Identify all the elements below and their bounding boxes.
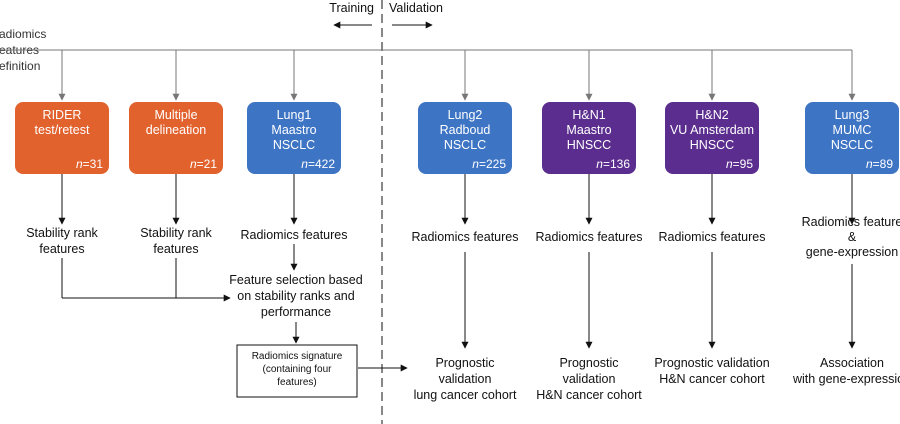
step-lung3: Radiomics feature&gene-expression xyxy=(802,215,900,259)
cohort-hn1-count: n=136 xyxy=(596,157,630,171)
outcome-hn1-line-2: validation xyxy=(563,372,616,386)
step-multiple: Stability rank features xyxy=(140,226,212,256)
cohort-hn1-label-line-2: Maastro xyxy=(566,123,611,137)
training-merge: Feature selection based on stability rank… xyxy=(61,244,363,344)
feature-selection-line-2: on stability ranks and xyxy=(237,289,354,303)
outcome-lung3: Association with gene-expression xyxy=(792,264,900,386)
cohort-box-lung3 xyxy=(805,102,899,174)
cohort-lung1-label-line-3: NSCLC xyxy=(273,138,315,152)
cohort-lung1-count: n=422 xyxy=(301,157,335,171)
step-lung3-line-3: gene-expression xyxy=(806,245,898,259)
cohort-box-multiple xyxy=(129,102,223,174)
feature-selection-line-3: performance xyxy=(261,305,331,319)
cohort-box-hn1 xyxy=(542,102,636,174)
signature-line-1: Radiomics signature xyxy=(252,351,343,362)
step-hn2-line-1: Radiomics features xyxy=(659,230,766,244)
step-lung3-line-2: & xyxy=(848,230,857,244)
cohort-lung3-label-line-3: NSCLC xyxy=(831,138,873,152)
cohort-lung3-label-line-1: Lung3 xyxy=(835,108,870,122)
cohort-hn2-label-line-2: VU Amsterdam xyxy=(670,123,754,137)
step-lung1-line-1: Radiomics features xyxy=(241,228,348,242)
outcome-hn1-line-1: Prognostic xyxy=(559,356,618,370)
step-rider-line-2: features xyxy=(39,242,84,256)
cohort-box-lung2 xyxy=(418,102,512,174)
cohort-hn1-label-line-3: HNSCC xyxy=(567,138,611,152)
step-multiple-line-2: features xyxy=(153,242,198,256)
step-lung3-line-1: Radiomics feature xyxy=(802,215,900,229)
cohort-box-rider xyxy=(15,102,109,174)
feature-selection-line-1: Feature selection based xyxy=(229,273,362,287)
outcome-lung2-line-1: Prognostic xyxy=(435,356,494,370)
flow-layer: Stability rank features Stability rank feat… xyxy=(26,215,900,402)
outcome-lung3-line-2: with gene-expression xyxy=(792,372,900,386)
radiomics-signature: Radiomics signature (containing four featu… xyxy=(236,344,408,398)
step-multiple-line-1: Stability rank xyxy=(140,226,212,240)
definition-line-3: efinition xyxy=(0,59,40,73)
cohort-hn2-label-line-1: H&N2 xyxy=(695,108,728,122)
definition-line-1: adiomics xyxy=(0,27,46,41)
signature-box xyxy=(236,344,358,398)
outcome-lung2-line-3: lung cancer cohort xyxy=(414,388,517,402)
cohort-lung3-label-line-2: MUMC xyxy=(833,123,872,137)
step-lung2: Radiomics features xyxy=(412,230,519,244)
cohort-hn2-label-line-3: HNSCC xyxy=(690,138,734,152)
step-hn2: Radiomics features xyxy=(659,230,766,244)
outcome-hn2-line-1: Prognostic validation xyxy=(654,356,769,370)
step-hn1-line-1: Radiomics features xyxy=(536,230,643,244)
outcome-hn1-line-3: H&N cancer cohort xyxy=(536,388,642,402)
cohort-rider-count: n=31 xyxy=(76,157,103,171)
cohort-lung2-count: n=225 xyxy=(472,157,506,171)
outcome-lung2-line-2: validation xyxy=(439,372,492,386)
cohort-rider-label-line-1: RIDER xyxy=(43,108,82,122)
cohort-hn2-count: n=95 xyxy=(726,157,753,171)
outcome-hn2-line-2: H&N cancer cohort xyxy=(659,372,765,386)
cohort-rider-label-line-2: test/retest xyxy=(35,123,90,137)
step-hn1: Radiomics features xyxy=(536,230,643,244)
validation-label: Validation xyxy=(389,1,443,15)
training-label: Training xyxy=(329,1,374,15)
cohort-lung3-count: n=89 xyxy=(866,157,893,171)
cohort-multiple-label-line-1: Multiple xyxy=(154,108,197,122)
cohort-lung2-label-line-2: Radboud xyxy=(440,123,491,137)
cohort-multiple-label-line-2: delineation xyxy=(146,123,207,137)
outcome-lung2: Prognostic validation lung cancer cohort xyxy=(414,252,517,402)
outcome-lung3-line-1: Association xyxy=(820,356,884,370)
cohort-hn1-label-line-1: H&N1 xyxy=(572,108,605,122)
cohort-box-lung1 xyxy=(247,102,341,174)
step-rider: Stability rank features xyxy=(26,226,98,256)
signature-line-3: features) xyxy=(277,377,316,388)
step-rider-line-1: Stability rank xyxy=(26,226,98,240)
signature-line-2: (containing four xyxy=(263,364,333,375)
step-lung2-line-1: Radiomics features xyxy=(412,230,519,244)
cohort-lung2-label-line-3: NSCLC xyxy=(444,138,486,152)
cohort-multiple-count: n=21 xyxy=(190,157,217,171)
cohort-box-hn2 xyxy=(665,102,759,174)
step-lung1: Radiomics features xyxy=(241,228,348,242)
cohort-lung1-label-line-2: Maastro xyxy=(271,123,316,137)
cohort-lung2-label-line-1: Lung2 xyxy=(448,108,483,122)
cohort-lung1-label-line-1: Lung1 xyxy=(277,108,312,122)
